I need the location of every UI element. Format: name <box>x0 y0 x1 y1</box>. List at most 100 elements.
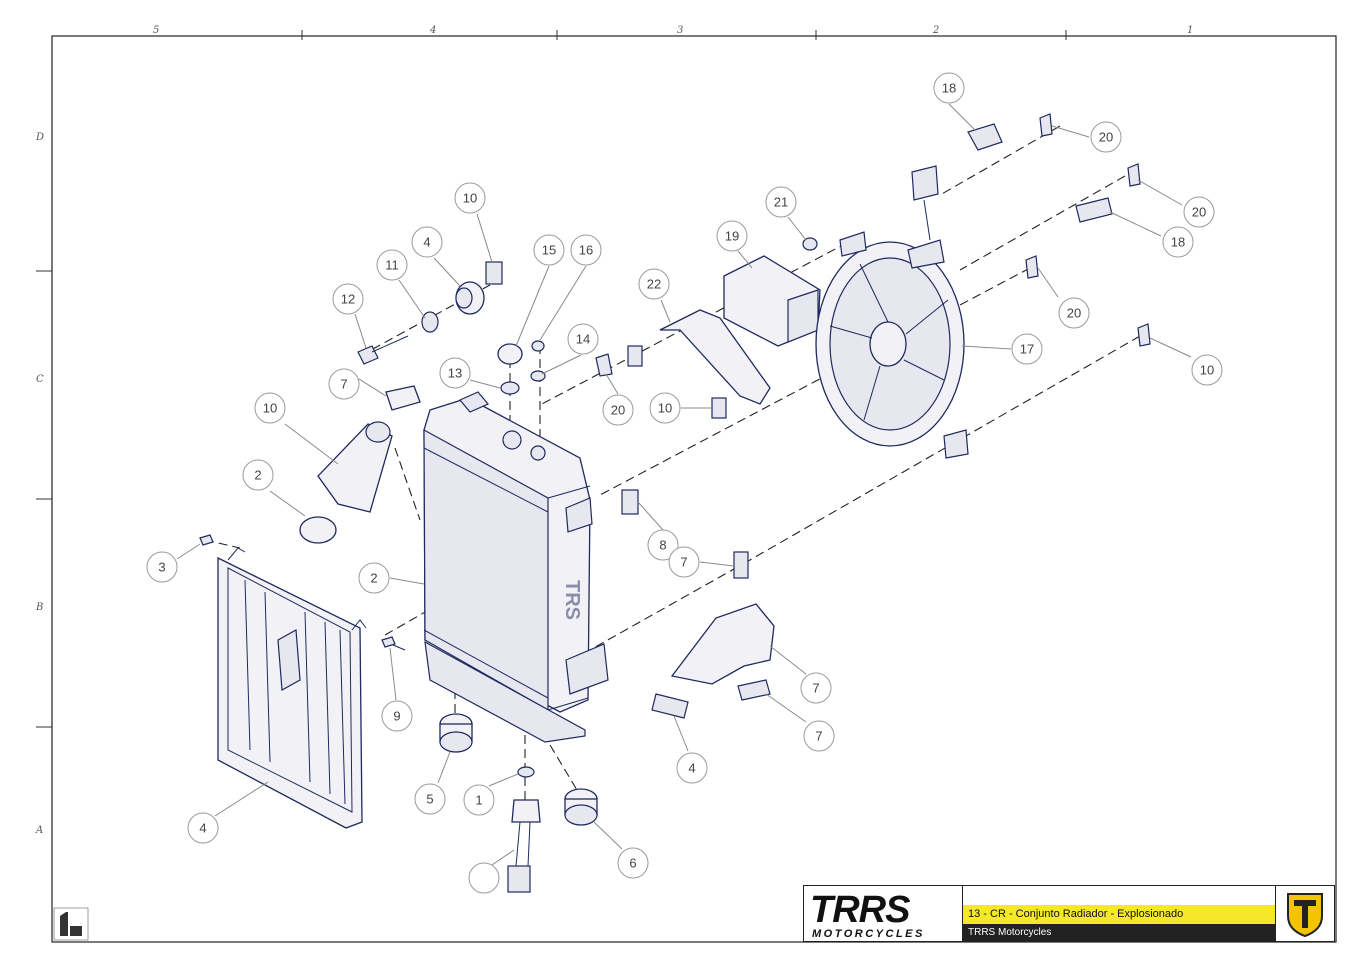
svg-text:18: 18 <box>1171 235 1185 250</box>
svg-text:4: 4 <box>199 821 206 836</box>
svg-text:7: 7 <box>812 681 819 696</box>
balloon-7-right: 7 <box>803 720 835 752</box>
svg-text:4: 4 <box>688 761 695 776</box>
svg-text:11: 11 <box>385 258 399 273</box>
balloon-5: 1 <box>463 784 495 816</box>
balloon-1: 4 <box>187 812 219 844</box>
balloon-20-bracket: 20 <box>602 394 634 426</box>
radiator-cap <box>497 237 818 395</box>
svg-text:10: 10 <box>263 401 277 416</box>
column-zone-5: 5 <box>153 25 159 36</box>
balloon-10-top: 10 <box>454 182 486 214</box>
svg-text:20: 20 <box>1067 306 1081 321</box>
column-zone-4: 4 <box>429 25 436 36</box>
balloon-16: 16 <box>570 234 602 266</box>
balloon-22: 22 <box>638 268 670 300</box>
rubber-grommets <box>439 281 598 826</box>
column-zone-3: 3 <box>677 25 683 36</box>
balloon-20-middle: 20 <box>1058 297 1090 329</box>
brand-logo-subtext: MOTORCYCLES <box>812 928 925 940</box>
balloon-15: 15 <box>533 234 565 266</box>
svg-text:6: 6 <box>629 856 636 871</box>
column-zone-2: 2 <box>932 25 939 36</box>
radiator-brand-mark-icon: TRS <box>561 580 583 620</box>
row-zone-d: D <box>35 132 44 143</box>
brand-logo: TRRS <box>810 889 910 931</box>
svg-text:2: 2 <box>254 468 261 483</box>
balloon-4-lower-right: 6 <box>617 847 649 879</box>
balloon-12: 12 <box>332 283 364 315</box>
guard-screws <box>199 534 406 651</box>
row-zone-a: A <box>35 825 43 836</box>
drawing-title: 13 - CR - Conjunto Radiador - Explosiona… <box>963 905 1275 924</box>
svg-text:10: 10 <box>463 191 477 206</box>
svg-text:3: 3 <box>158 560 165 575</box>
zone-ticks <box>36 30 1067 728</box>
svg-text:14: 14 <box>576 332 590 347</box>
balloon-2-lower: 9 <box>381 700 413 732</box>
radiator-guard <box>217 547 367 829</box>
balloon-18-right: 18 <box>1162 226 1194 258</box>
row-zone-b: B <box>35 602 43 613</box>
svg-text:10: 10 <box>1200 363 1214 378</box>
svg-text:2: 2 <box>370 571 377 586</box>
balloon-11: 11 <box>376 249 408 281</box>
drawing-frame <box>51 35 1337 943</box>
drawing-owner: TRRS Motorcycles <box>963 924 1275 941</box>
svg-text:7: 7 <box>815 729 822 744</box>
balloon-10-lower: 7 <box>668 546 700 578</box>
balloon-4-lower-left: 5 <box>414 783 446 815</box>
balloon-14: 14 <box>567 323 599 355</box>
brand-emblem-icon <box>1287 893 1323 938</box>
balloon-7-bottom: 4 <box>676 752 708 784</box>
svg-text:20: 20 <box>1099 130 1113 145</box>
svg-text:19: 19 <box>725 229 739 244</box>
svg-text:13: 13 <box>448 366 462 381</box>
sheet-corner-icon <box>53 907 89 941</box>
svg-text:12: 12 <box>341 292 355 307</box>
svg-text:7: 7 <box>680 555 687 570</box>
row-zone-c: C <box>36 374 44 385</box>
fan-relay-bracket <box>659 255 821 405</box>
balloon-9: 7 <box>800 672 832 704</box>
fan-clamps-screws <box>595 113 1151 377</box>
balloon-20-lower: 10 <box>1191 354 1223 386</box>
cooling-fan <box>815 165 969 459</box>
svg-text:7: 7 <box>340 377 347 392</box>
svg-text:8: 8 <box>659 538 666 553</box>
svg-text:9: 9 <box>393 709 400 724</box>
balloon-7-left: 2 <box>242 459 274 491</box>
svg-text:1: 1 <box>475 793 482 808</box>
svg-text:10: 10 <box>658 401 672 416</box>
logo-cell: TRRS MOTORCYCLES <box>803 885 963 942</box>
balloon-21: 21 <box>765 186 797 218</box>
balloon-10-side: 8 <box>647 529 679 561</box>
svg-text:20: 20 <box>611 403 625 418</box>
svg-text:4: 4 <box>423 235 430 250</box>
svg-text:21: 21 <box>774 195 788 210</box>
svg-text:16: 16 <box>579 243 593 258</box>
radiator-hoses <box>299 385 775 719</box>
column-zone-1: 1 <box>1187 25 1193 36</box>
title-block: TRRS MOTORCYCLES 13 - CR - Conjunto Radi… <box>803 885 1335 942</box>
svg-text:17: 17 <box>1020 342 1034 357</box>
svg-text:20: 20 <box>1192 205 1206 220</box>
svg-text:5: 5 <box>426 792 433 807</box>
balloon-19: 19 <box>716 220 748 252</box>
svg-text:22: 22 <box>647 277 661 292</box>
bolt-spacer <box>357 311 439 365</box>
balloon-3: 2 <box>358 562 390 594</box>
balloon-8: 10 <box>254 392 286 424</box>
balloon-7-upper: 7 <box>328 368 360 400</box>
svg-text:18: 18 <box>942 81 956 96</box>
balloon-6 <box>468 862 500 894</box>
balloon-leaders <box>176 103 1192 866</box>
svg-text:15: 15 <box>542 243 556 258</box>
balloon-20-right: 20 <box>1183 196 1215 228</box>
balloon-17: 17 <box>1011 333 1043 365</box>
balloon-20-top: 20 <box>1090 121 1122 153</box>
radiator-core: TRS <box>423 391 609 743</box>
thermo-switch <box>507 766 541 893</box>
emblem-cell <box>1275 885 1335 942</box>
